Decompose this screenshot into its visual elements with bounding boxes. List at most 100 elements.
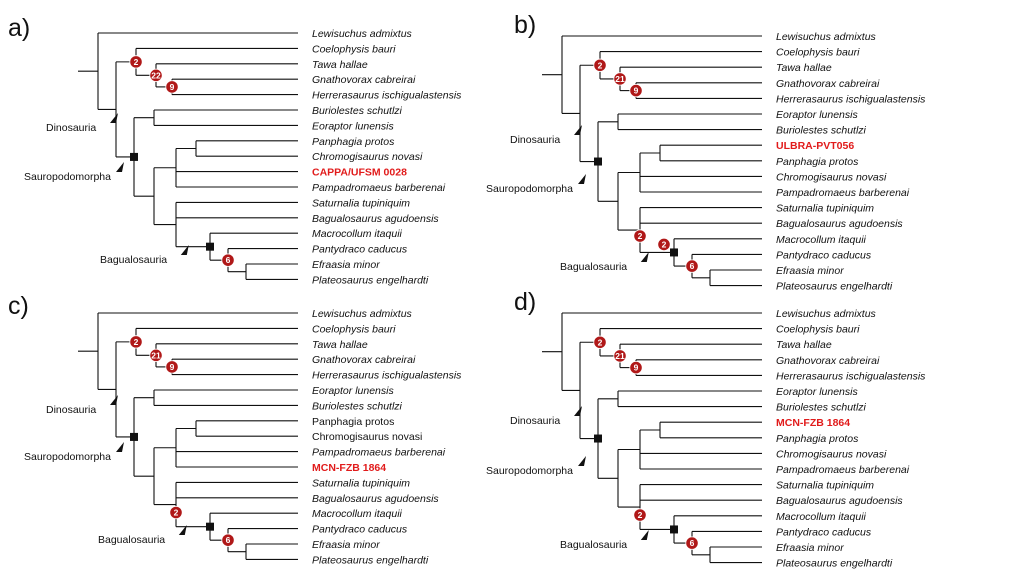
clade-label: Dinosauria [510,415,560,427]
svg-text:2: 2 [598,60,603,70]
clade-label: Bagualosauria [560,261,627,273]
taxon-label: Lewisuchus admixtus [776,308,877,320]
clade-arrow-icon [110,113,118,123]
node-marker-square [130,152,138,161]
taxon-label: Plateosaurus engelhardti [312,554,429,566]
clade-arrow-icon [640,252,649,262]
svg-text:2: 2 [134,57,139,67]
clade-arrow-icon [640,530,649,540]
taxon-label: Herrerasaurus ischigualastensis [312,370,462,382]
support-value-badge: 2 [593,58,607,72]
support-value-badge: 21 [613,349,627,363]
taxon-label: Plateosaurus engelhardti [776,281,893,293]
node-marker-square [670,248,678,257]
clade-arrow-icon [110,395,118,405]
taxon-label: Pantydraco caducus [776,249,872,261]
taxon-label: Eoraptor lunensis [312,385,394,397]
taxon-label: Pampadromaeus barberenai [312,447,446,459]
taxon-label: Panphagia protos [776,433,859,445]
support-value-badge: 6 [221,533,235,547]
taxon-label: Lewisuchus admixtus [776,31,877,43]
taxon-label: Gnathovorax cabreirai [312,74,416,86]
support-value-badge: 2 [129,335,143,349]
clade-label: Sauropodomorpha [24,171,111,183]
taxon-label: Macrocollum itaquii [312,508,403,520]
clade-arrow-icon [574,406,582,416]
taxon-label: Pantydraco caducus [776,526,872,538]
svg-text:2: 2 [134,337,139,347]
panel-label: c) [8,292,29,320]
svg-text:2: 2 [662,239,667,249]
support-value-badge: 9 [629,84,643,98]
taxon-label: Pampadromaeus barberenai [312,182,446,194]
support-value-badge: 6 [685,259,699,273]
taxon-label: Pampadromaeus barberenai [776,187,910,199]
svg-text:9: 9 [170,362,175,372]
svg-text:9: 9 [170,82,175,92]
node-marker-square [594,157,602,166]
clade-arrow-icon [578,456,586,466]
support-value-badge: 2 [593,335,607,349]
taxon-label: MCN-FZB 1864 [776,417,850,429]
svg-text:2: 2 [598,337,603,347]
panel-label: d) [514,288,536,316]
taxon-label: Macrocollum itaquii [776,511,867,523]
clade-label: Dinosauria [46,404,96,416]
support-value-badge: 21 [613,72,627,86]
clade-arrow-icon [574,125,582,135]
taxon-label: Pantydraco caducus [312,244,408,256]
taxon-label: Lewisuchus admixtus [312,28,413,40]
taxon-label: Coelophysis bauri [312,323,396,335]
taxon-label: Tawa hallae [312,59,368,71]
clade-label: Bagualosauria [98,534,165,546]
taxon-label: Plateosaurus engelhardti [312,274,429,286]
svg-text:6: 6 [690,538,695,548]
node-marker-square [206,522,214,531]
clade-arrow-icon [116,442,124,452]
svg-text:2: 2 [638,231,643,241]
svg-text:6: 6 [226,255,231,265]
taxon-label: Pantydraco caducus [312,524,408,536]
taxon-label: Coelophysis bauri [776,47,860,59]
taxon-label: Herrerasaurus ischigualastensis [776,370,926,382]
taxon-label: CAPPA/UFSM 0028 [312,167,407,179]
taxon-label: Coelophysis bauri [312,43,396,55]
support-value-badge: 2 [633,508,647,522]
taxon-label: Tawa hallae [776,62,832,74]
taxon-label: Plateosaurus engelhardti [776,558,893,570]
taxon-label: Efraasia minor [312,259,380,271]
taxon-label: Gnathovorax cabreirai [776,78,880,90]
svg-text:9: 9 [634,86,639,96]
taxon-label: Saturnalia tupiniquim [312,197,410,209]
taxon-label: Coelophysis bauri [776,324,860,336]
taxon-label: Chromogisaurus novasi [312,431,422,443]
clade-label: Sauropodomorpha [486,465,573,477]
taxon-label: Eoraptor lunensis [776,109,858,121]
node-marker-square [670,525,678,534]
support-value-badge: 9 [629,361,643,375]
clade-label: Sauropodomorpha [486,183,573,195]
svg-text:22: 22 [151,70,161,80]
clade-label: Dinosauria [46,122,96,134]
taxon-label: Chromogisaurus novasi [776,448,887,460]
svg-text:9: 9 [634,363,639,373]
taxon-label: Buriolestes schutlzi [312,400,403,412]
clade-arrow-icon [116,162,124,172]
taxon-label: Bagualosaurus agudoensis [776,218,903,230]
taxon-label: Chromogisaurus novasi [776,171,887,183]
taxon-label: ULBRA-PVT056 [776,140,854,152]
svg-text:21: 21 [615,351,625,361]
clade-label: Bagualosauria [560,539,627,551]
taxon-label: MCN-FZB 1864 [312,462,386,474]
taxon-label: Efraasia minor [776,265,844,277]
panel-label: b) [514,11,536,39]
support-value-badge: 2 [633,229,647,243]
support-value-badge: 9 [165,360,179,374]
svg-text:21: 21 [151,350,161,360]
svg-text:2: 2 [174,508,179,518]
